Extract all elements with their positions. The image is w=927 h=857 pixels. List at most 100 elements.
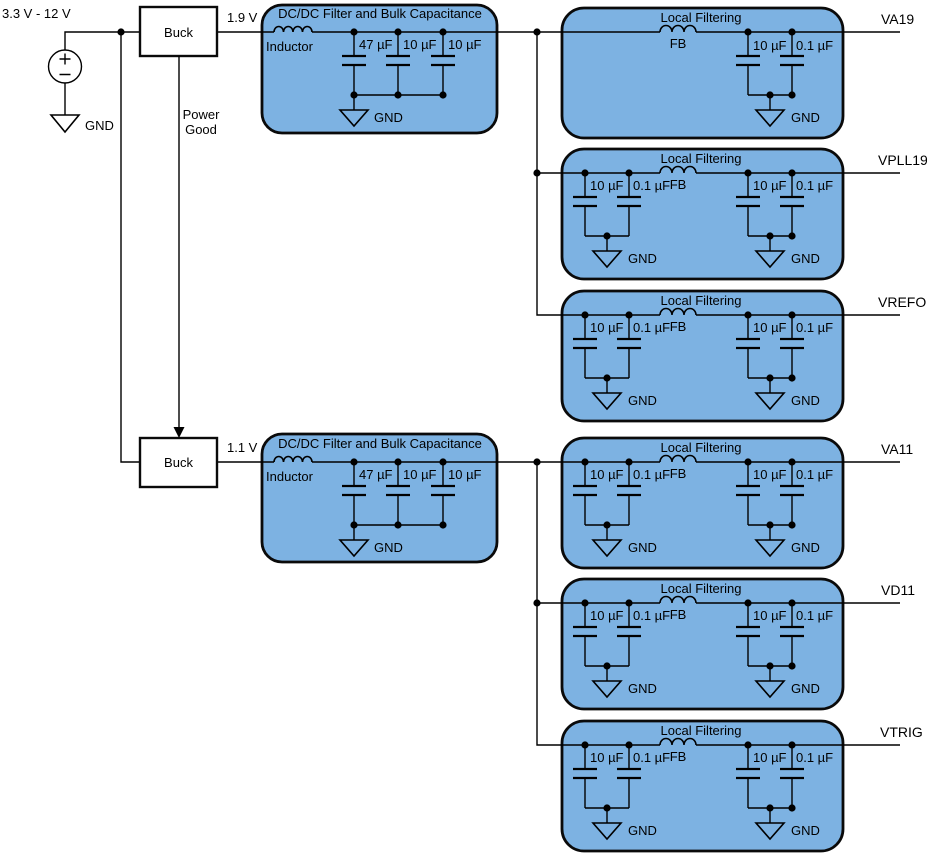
- block-backgrounds: [260, 3, 845, 853]
- gnd-label: GND: [628, 540, 657, 555]
- junction-dot: [533, 458, 541, 466]
- cap-label: 47 µF: [359, 37, 393, 52]
- cap-label: 0.1 µF: [796, 38, 833, 53]
- output-voltage-label: 1.1 V: [227, 440, 258, 455]
- gnd-label: GND: [628, 823, 657, 838]
- local-block-vpll19-outline: [560, 147, 845, 281]
- junction-dot: [533, 28, 541, 36]
- capacitor-plates: [736, 625, 804, 638]
- block-title: Local Filtering: [661, 293, 742, 308]
- fb-label: FB: [670, 607, 687, 622]
- cap-label: 47 µF: [359, 467, 393, 482]
- gnd-icon: [49, 114, 81, 134]
- buck-box: [138, 436, 219, 489]
- cap-label: 0.1 µF: [633, 320, 670, 335]
- cap-label: 10 µF: [590, 608, 624, 623]
- cap-label: 0.1 µF: [633, 608, 670, 623]
- ferrite-bead-icon: [659, 307, 697, 316]
- gnd-label: GND: [374, 540, 403, 555]
- cap-label: 0.1 µF: [796, 467, 833, 482]
- local-filter-block-va19: Local Filtering FB 10 µF 0.1 µF GND VA19: [659, 10, 914, 128]
- junction-dot: [117, 28, 125, 36]
- fb-label: FB: [670, 466, 687, 481]
- buck-label: Buck: [164, 25, 193, 40]
- capacitor-plates: [736, 337, 804, 350]
- junction-dots: [581, 311, 796, 382]
- gnd-label: GND: [628, 251, 657, 266]
- branch-rail-top-wire: [536, 32, 900, 316]
- junction-dot: [533, 169, 541, 177]
- local-block-vtrig-outline: [560, 719, 845, 853]
- cap-label: 10 µF: [403, 467, 437, 482]
- capacitor-wires: [584, 745, 630, 823]
- capacitor-wires: [584, 315, 630, 393]
- gnd-icon: [591, 392, 623, 411]
- gnd-label: GND: [791, 251, 820, 266]
- cap-label: 10 µF: [753, 178, 787, 193]
- capacitor-wires: [747, 603, 793, 681]
- cap-label: 0.1 µF: [633, 467, 670, 482]
- gnd-icon: [754, 822, 786, 841]
- gnd-label: GND: [791, 540, 820, 555]
- inductor-label: Inductor: [266, 39, 314, 54]
- capacitor-plates: [736, 767, 804, 780]
- cap-label: 10 µF: [753, 467, 787, 482]
- local-filter-block-va11: Local Filtering FB 10 µF 0.1 µF GND 10 µ…: [573, 440, 913, 558]
- capacitor-wires: [747, 173, 793, 251]
- capacitor-plates: [736, 54, 804, 67]
- rail-label-vtrig: VTRIG: [880, 724, 923, 740]
- junction-dot: [533, 599, 541, 607]
- gnd-label: GND: [85, 118, 114, 133]
- inductor-icon: [273, 455, 313, 463]
- wire-net: [64, 28, 900, 746]
- cap-label: 10 µF: [753, 320, 787, 335]
- block-title: Local Filtering: [661, 581, 742, 596]
- dcdc-block-1-outline: [260, 3, 499, 135]
- gnd-label: GND: [628, 393, 657, 408]
- gnd-icon: [754, 539, 786, 558]
- junction-dots: [350, 28, 447, 99]
- local-filter-block-vpll19: Local Filtering FB 10 µF 0.1 µF GND 10 µ…: [573, 151, 927, 269]
- ferrite-bead-icon: [659, 24, 697, 33]
- block-title: DC/DC Filter and Bulk Capacitance: [278, 436, 482, 451]
- junction-dots: [744, 28, 796, 99]
- ferrite-bead-icon: [659, 595, 697, 604]
- fb-label: FB: [670, 319, 687, 334]
- gnd-label: GND: [374, 110, 403, 125]
- cap-label: 10 µF: [753, 608, 787, 623]
- block-title: Local Filtering: [661, 10, 742, 25]
- gnd-icon: [591, 539, 623, 558]
- capacitor-wires: [584, 173, 630, 251]
- dcdc-filter-block-1: DC/DC Filter and Bulk Capacitance Induct…: [266, 6, 482, 128]
- gnd-label: GND: [791, 110, 820, 125]
- local-filter-block-vrefo: Local Filtering FB 10 µF 0.1 µF GND 10 µ…: [573, 293, 926, 411]
- capacitor-plates: [736, 484, 804, 497]
- gnd-icon: [591, 680, 623, 699]
- cap-label: 10 µF: [753, 38, 787, 53]
- capacitor-wires: [747, 315, 793, 393]
- rail-label-vd11: VD11: [881, 582, 915, 598]
- power-source: 3.3 V - 12 V GND: [2, 6, 114, 134]
- capacitor-plates: [573, 337, 641, 350]
- cap-label: 10 µF: [753, 750, 787, 765]
- gnd-icon: [591, 250, 623, 269]
- branch-rail-bottom-wire: [536, 462, 900, 746]
- capacitor-plates: [342, 484, 455, 497]
- capacitor-wires: [747, 32, 793, 110]
- block-title: Local Filtering: [661, 440, 742, 455]
- gnd-icon: [591, 822, 623, 841]
- cap-label: 0.1 µF: [633, 750, 670, 765]
- buck-converter-2: Buck 1.1 V: [138, 436, 258, 489]
- block-title: DC/DC Filter and Bulk Capacitance: [278, 6, 482, 21]
- power-good-label: Power: [183, 107, 221, 122]
- voltage-source-icon: [47, 49, 83, 84]
- gnd-icon: [754, 392, 786, 411]
- ferrite-bead-icon: [659, 165, 697, 174]
- rail-label-va11: VA11: [881, 441, 913, 457]
- power-good-signal: Power Good: [173, 56, 221, 438]
- input-rail-wire: [120, 32, 140, 463]
- capacitor-plates: [573, 625, 641, 638]
- rail-1v9-wire: [64, 31, 900, 50]
- junction-dots: [581, 741, 796, 812]
